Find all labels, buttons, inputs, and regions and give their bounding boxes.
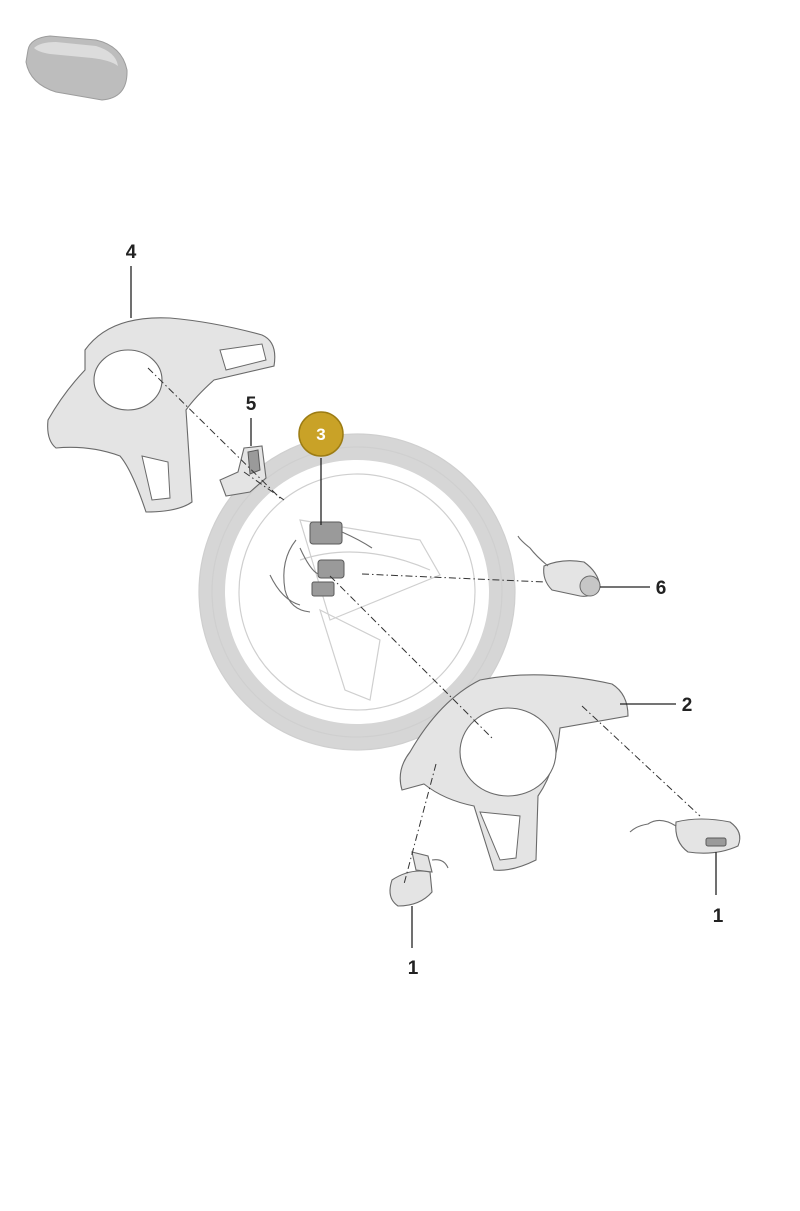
callout-3-badge[interactable]	[298, 411, 344, 457]
callout-3-highlighted[interactable]: 3	[298, 411, 344, 457]
leader-lines	[130, 266, 717, 948]
callout-1-right-label: 1	[713, 906, 724, 927]
assembly-lines	[147, 367, 701, 885]
callout-1-left[interactable]: 1	[408, 958, 419, 979]
part-1-right-switch-image[interactable]	[629, 818, 741, 854]
callout-3-label: 3	[316, 425, 325, 444]
callout-1-left-label: 1	[408, 958, 419, 979]
part-thumbnail-image[interactable]	[25, 35, 128, 101]
callout-6[interactable]: 6	[656, 578, 667, 599]
callout-4-label: 4	[126, 242, 137, 263]
callout-2[interactable]: 2	[682, 695, 693, 716]
callout-1-right[interactable]: 1	[713, 906, 724, 927]
callout-2-label: 2	[682, 695, 693, 716]
assembly-line-4	[147, 367, 283, 501]
callout-4[interactable]: 4	[126, 242, 137, 263]
callout-5[interactable]: 5	[246, 394, 257, 415]
part-4-trim-cover-image[interactable]	[47, 317, 276, 513]
assembly-line-6	[361, 573, 546, 583]
part-3-wiring-harness-image[interactable]	[269, 521, 373, 613]
assembly-line-1-left	[403, 763, 437, 885]
part-6-switch-module-image[interactable]	[517, 535, 601, 597]
part-5-connector-image[interactable]	[219, 445, 267, 497]
assembly-line-1-right	[581, 705, 701, 817]
assembly-line-2	[329, 575, 495, 741]
steering-wheel-image	[198, 433, 516, 751]
callout-6-label: 6	[656, 578, 667, 599]
part-1-left-switch-image[interactable]	[389, 851, 449, 907]
callout-5-label: 5	[246, 394, 257, 415]
